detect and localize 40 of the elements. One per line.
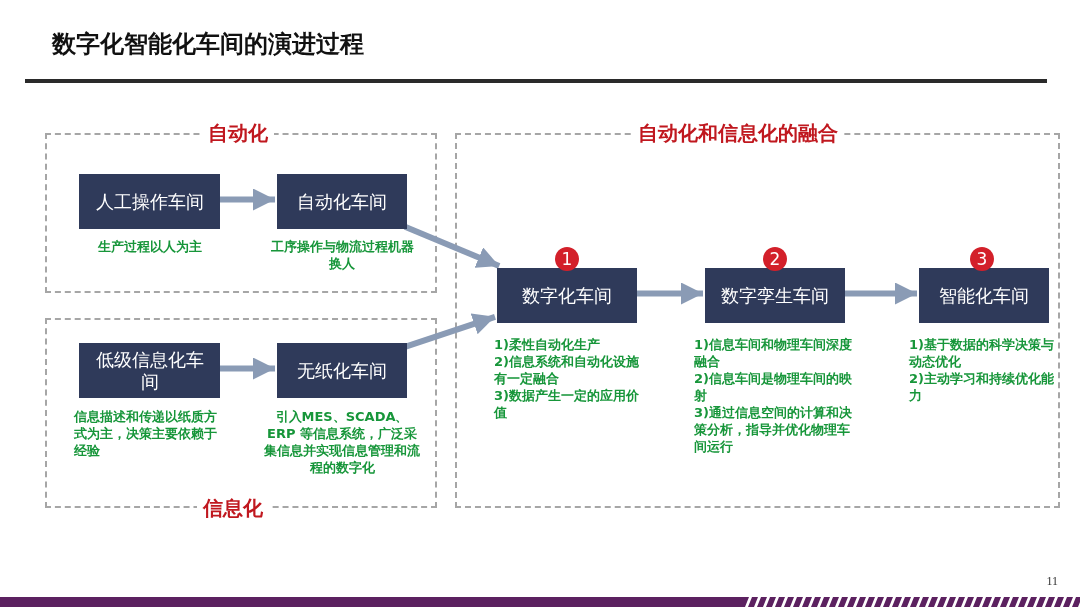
group-heading: 信息化 xyxy=(197,496,269,520)
process-box xyxy=(497,268,637,323)
page-number: 11 xyxy=(1046,574,1058,589)
box-label: 自动化车间 xyxy=(296,190,388,213)
step-number-badge: 2 xyxy=(763,247,787,271)
process-box xyxy=(79,343,220,398)
step-number-badge: 3 xyxy=(970,247,994,271)
process-box xyxy=(705,268,845,323)
box-label: 无纸化车间 xyxy=(296,359,388,382)
box-label: 人工操作车间 xyxy=(94,190,205,213)
description-text: 2)主动学习和持续优化能力 xyxy=(909,370,1055,404)
process-box xyxy=(79,174,220,229)
description-text: 1)基于数据的科学决策与动态优化 xyxy=(909,336,1055,370)
slide-title: 数字化智能化车间的演进过程 xyxy=(52,29,364,60)
description-text: 3)数据产生一定的应用价值 xyxy=(494,387,640,421)
description-text: 2)信息系统和自动化设施有一定融合 xyxy=(494,353,640,387)
arrow xyxy=(635,282,703,305)
box-label: 低级信息化车间 xyxy=(94,348,205,393)
description-text: 信息描述和传递以纸质方式为主，决策主要依赖于经验 xyxy=(74,408,218,459)
description-text: 生产过程以人为主 xyxy=(96,238,203,255)
process-box xyxy=(919,268,1049,323)
group-heading: 自动化 xyxy=(202,121,274,145)
description-text: 1)柔性自动化生产 xyxy=(494,336,601,353)
box-label: 数字化车间 xyxy=(521,284,613,307)
description-text: 工序操作与物流过程机器换人 xyxy=(270,238,414,272)
description-text: 2)信息车间是物理车间的映射 xyxy=(694,370,853,404)
description-text: 引入MES、SCADA、ERP 等信息系统，广泛采集信息并实现信息管理和流程的数字化 xyxy=(264,408,420,476)
box-label: 数字孪生车间 xyxy=(720,284,830,307)
arrow xyxy=(403,223,501,269)
arrow xyxy=(218,188,275,211)
arrow xyxy=(218,357,275,380)
box-label: 智能化车间 xyxy=(938,284,1030,307)
step-number-badge: 1 xyxy=(555,247,579,271)
group-heading: 自动化和信息化的融合 xyxy=(632,121,844,145)
process-box xyxy=(277,174,407,229)
arrow xyxy=(404,313,496,350)
arrow xyxy=(843,282,917,305)
description-text: 1)信息车间和物理车间深度融合 xyxy=(694,336,853,370)
process-box xyxy=(277,343,407,398)
description-text: 3)通过信息空间的计算和决策分析，指导并优化物理车间运行 xyxy=(694,404,853,455)
